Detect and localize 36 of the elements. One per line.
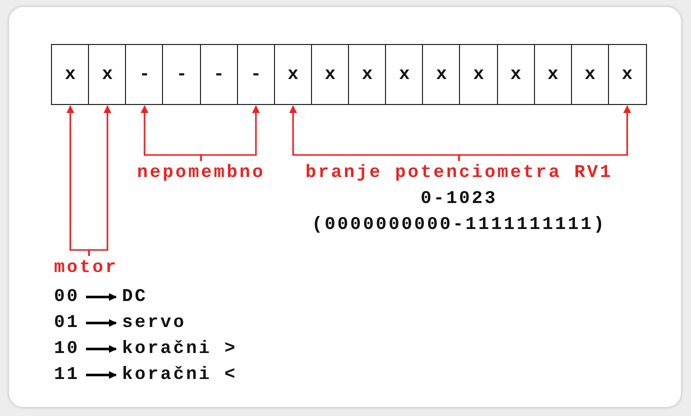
bit-cell: x [51, 44, 90, 105]
bit-cell: x [348, 44, 387, 105]
bit-cell: x [496, 44, 536, 105]
bit-cell: - [200, 44, 238, 105]
bit-cell: x [570, 44, 610, 105]
arrow [86, 371, 117, 379]
bit-cell: x [274, 44, 312, 105]
code-text: koračni > [122, 338, 238, 361]
bit-cell: x [88, 44, 127, 105]
field-label: branje potenciometra RV1 [305, 162, 613, 185]
bit-cell: x [385, 44, 424, 105]
arrow [458, 105, 632, 161]
field-label: nepomembno [136, 162, 266, 185]
code-text: servo [122, 312, 186, 335]
arrow [86, 319, 117, 327]
arrow [88, 105, 112, 256]
code-text: DC [122, 286, 148, 309]
code-text: 11 [54, 364, 80, 387]
bit-cell: x [310, 44, 350, 105]
bit-cell: - [236, 44, 276, 105]
code-text: 10 [54, 338, 80, 361]
range-text: 0-1023 [420, 188, 498, 211]
range-text: (0000000000-1111111111) [312, 214, 606, 237]
bit-cell: x [608, 44, 646, 105]
code-text: 00 [54, 286, 80, 309]
bit-cell: - [125, 44, 164, 105]
arrow [200, 105, 260, 161]
field-label: motor [54, 257, 118, 280]
bit-cell: x [459, 44, 498, 105]
arrow [86, 293, 117, 301]
arrow [86, 345, 117, 353]
bit-cell: x [534, 44, 572, 105]
bit-cell: x [422, 44, 461, 105]
bit-cell: - [162, 44, 201, 105]
code-text: koračni < [122, 364, 238, 387]
code-text: 01 [54, 312, 80, 335]
